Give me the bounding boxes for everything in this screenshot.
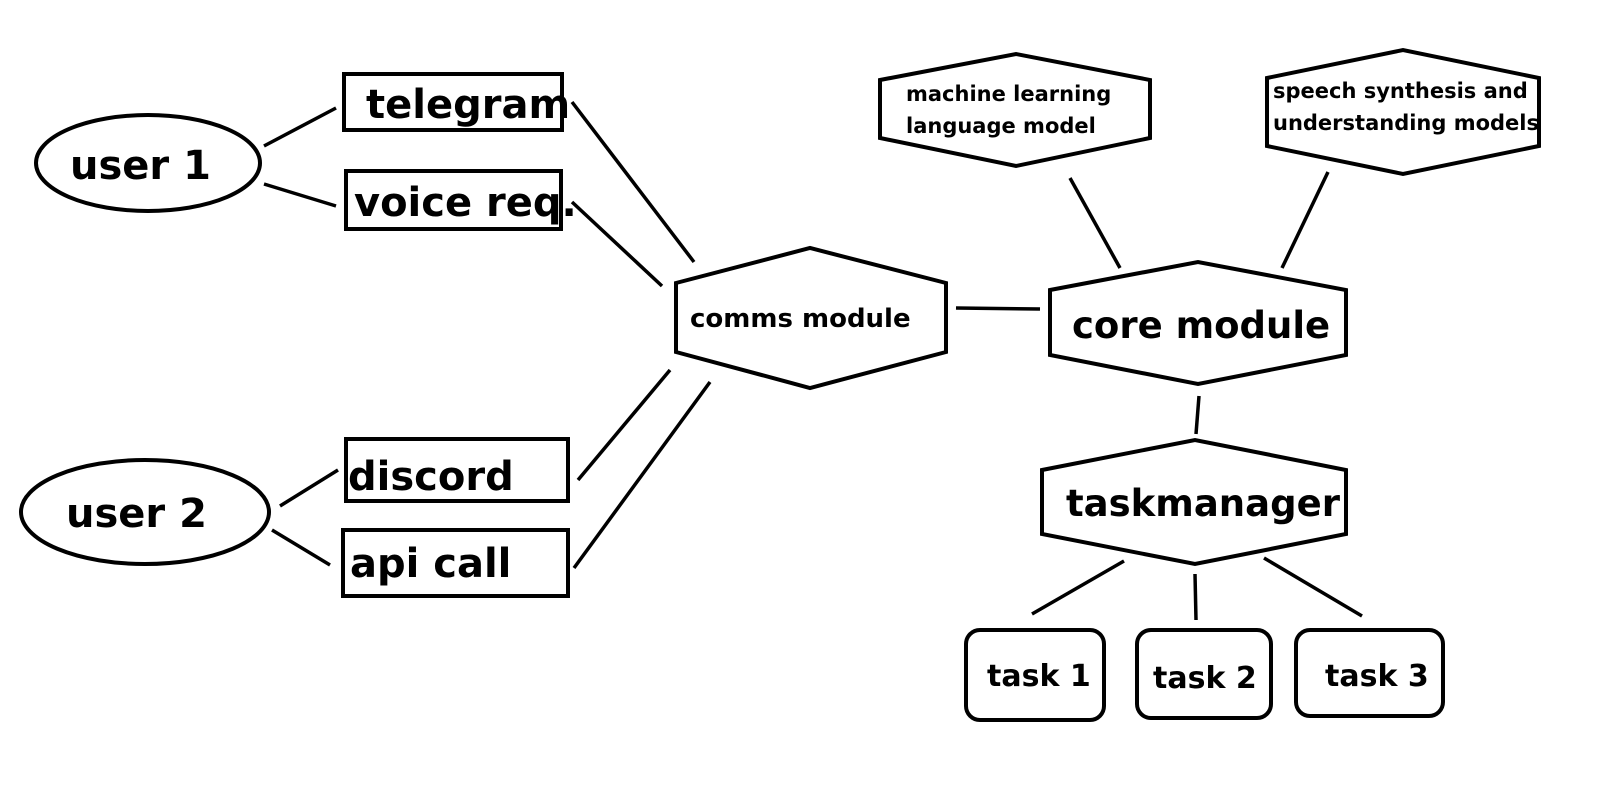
task3-label: task 3 [1325,659,1429,694]
discord-node: discord [344,437,570,503]
api-box [341,528,570,598]
user1-label: user 1 [70,143,211,189]
speech-model-label-line1: speech synthesis and [1273,79,1528,103]
telegram-node: telegram [342,72,570,132]
task1-node: task 1 [964,628,1106,722]
task3-box [1294,628,1445,718]
edge-comms-core [955,306,1041,311]
user2-ellipse [19,458,271,566]
telegram-box [342,72,564,132]
edge-voice-comms [570,200,664,288]
taskmanager-label: taskmanager [1066,482,1341,525]
edge-speech-core [1280,171,1330,269]
task3-node: task 3 [1294,628,1445,718]
taskmanager-hexagon [1040,437,1348,567]
voice-label: voice req. [354,180,577,226]
speech-model-label-line2: understanding models [1273,111,1539,135]
ml-model-label-line2: language model [906,114,1096,138]
edge-user2-discord [279,468,339,508]
api-label: api call [350,541,511,587]
edge-user1-telegram [263,106,337,148]
task1-label: task 1 [987,659,1091,694]
edge-ml-core [1068,177,1122,269]
ml-model-hexagon [878,51,1152,169]
voice-box [344,169,563,231]
comms-module-label: comms module [690,304,911,334]
edge-api-comms [572,380,712,570]
edge-user1-voice [263,182,337,208]
task2-node: task 2 [1135,628,1273,720]
task2-box [1135,628,1273,720]
core-module-hexagon [1048,259,1348,387]
api-node: api call [341,528,570,598]
comms-module-hexagon [674,245,948,391]
core-module-label: core module [1072,304,1330,347]
user1-ellipse [34,113,262,213]
user1-node: user 1 [34,113,262,213]
discord-box [344,437,570,503]
edge-taskmanager-task2 [1193,573,1198,621]
user2-node: user 2 [19,458,271,566]
voice-node: voice req. [344,169,577,231]
speech-model-node: speech synthesis and understanding model… [1265,47,1541,177]
edge-taskmanager-task1 [1031,559,1125,616]
edge-user2-api [271,528,331,567]
connectors [263,100,1363,621]
edge-core-taskmanager [1194,395,1201,435]
comms-module-node: comms module [674,245,948,391]
telegram-label: telegram [366,82,570,128]
edge-taskmanager-task3 [1263,556,1363,618]
edge-telegram-comms [570,100,696,264]
discord-label: discord [348,454,514,500]
user2-label: user 2 [66,491,207,537]
task2-label: task 2 [1153,661,1257,696]
taskmanager-node: taskmanager [1040,437,1348,567]
task1-box [964,628,1106,722]
edge-discord-comms [576,368,672,482]
core-module-node: core module [1048,259,1348,387]
ml-model-node: machine learning language model [878,51,1152,169]
ml-model-label-line1: machine learning [906,82,1111,106]
speech-model-hexagon [1265,47,1541,177]
